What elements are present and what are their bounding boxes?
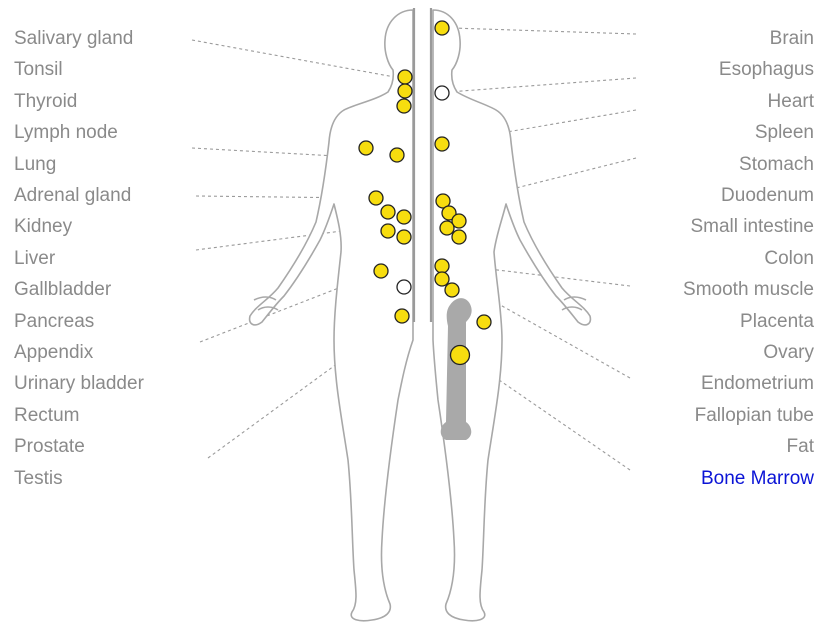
male-half-outline bbox=[250, 10, 413, 621]
organ-marker-lung[interactable] bbox=[390, 148, 404, 162]
organ-label-testis[interactable]: Testis bbox=[14, 468, 63, 490]
organ-label-spleen[interactable]: Spleen bbox=[755, 122, 814, 144]
organ-marker-thyroid[interactable] bbox=[397, 99, 411, 113]
organ-label-colon[interactable]: Colon bbox=[764, 248, 814, 270]
organ-label-fat[interactable]: Fat bbox=[787, 436, 814, 458]
organ-label-duodenum[interactable]: Duodenum bbox=[721, 185, 814, 207]
organ-label-kidney[interactable]: Kidney bbox=[14, 216, 72, 238]
organ-marker-bone-marrow[interactable] bbox=[451, 346, 470, 365]
organ-marker-salivary-gland[interactable] bbox=[398, 70, 412, 84]
organ-label-urinary-bladder[interactable]: Urinary bladder bbox=[14, 373, 144, 395]
organ-label-heart[interactable]: Heart bbox=[768, 91, 814, 113]
body-silhouette bbox=[250, 10, 591, 621]
organ-label-gallbladder[interactable]: Gallbladder bbox=[14, 279, 111, 301]
organ-label-prostate[interactable]: Prostate bbox=[14, 436, 85, 458]
organ-label-liver[interactable]: Liver bbox=[14, 248, 55, 270]
organ-label-bone-marrow[interactable]: Bone Marrow bbox=[701, 468, 814, 490]
organ-label-stomach[interactable]: Stomach bbox=[739, 154, 814, 176]
organ-label-esophagus[interactable]: Esophagus bbox=[719, 59, 814, 81]
organ-label-ovary[interactable]: Ovary bbox=[763, 342, 814, 364]
organ-marker-pancreas[interactable] bbox=[397, 280, 411, 294]
organ-marker-kidney[interactable] bbox=[381, 224, 395, 238]
organ-marker-appendix[interactable] bbox=[395, 309, 409, 323]
organ-label-rectum[interactable]: Rectum bbox=[14, 405, 79, 427]
organ-label-adrenal-gland[interactable]: Adrenal gland bbox=[14, 185, 131, 207]
leader-line bbox=[448, 78, 636, 92]
organ-marker-colon[interactable] bbox=[435, 272, 449, 286]
organ-marker-placenta[interactable] bbox=[477, 315, 491, 329]
organ-label-pancreas[interactable]: Pancreas bbox=[14, 311, 94, 333]
organ-marker-small-intestine[interactable] bbox=[440, 221, 454, 235]
organ-label-endometrium[interactable]: Endometrium bbox=[701, 373, 814, 395]
organ-label-smooth-muscle[interactable]: Smooth muscle bbox=[683, 279, 814, 301]
organ-label-lymph-node[interactable]: Lymph node bbox=[14, 122, 118, 144]
organ-marker-brain[interactable] bbox=[435, 21, 449, 35]
organ-marker-liver[interactable] bbox=[397, 210, 411, 224]
organ-marker-gallbladder[interactable] bbox=[374, 264, 388, 278]
organ-label-appendix[interactable]: Appendix bbox=[14, 342, 93, 364]
organ-label-small-intestine[interactable]: Small intestine bbox=[690, 216, 814, 238]
organ-marker-esophagus[interactable] bbox=[435, 86, 449, 100]
organ-label-placenta[interactable]: Placenta bbox=[740, 311, 814, 333]
organ-label-brain[interactable]: Brain bbox=[770, 28, 814, 50]
organ-marker-smooth-muscle[interactable] bbox=[445, 283, 459, 297]
organ-marker-kidney[interactable] bbox=[381, 205, 395, 219]
organ-label-thyroid[interactable]: Thyroid bbox=[14, 91, 77, 113]
leader-line bbox=[452, 28, 636, 34]
organ-label-salivary-gland[interactable]: Salivary gland bbox=[14, 28, 133, 50]
organ-marker-adrenal-gland[interactable] bbox=[369, 191, 383, 205]
organ-marker-tonsil[interactable] bbox=[398, 84, 412, 98]
organ-marker-small-intestine[interactable] bbox=[452, 230, 466, 244]
organ-marker-lymph-node[interactable] bbox=[359, 141, 373, 155]
organ-marker-liver[interactable] bbox=[397, 230, 411, 244]
leader-line bbox=[192, 40, 400, 78]
organ-label-lung[interactable]: Lung bbox=[14, 154, 56, 176]
organ-label-tonsil[interactable]: Tonsil bbox=[14, 59, 63, 81]
organ-marker-colon[interactable] bbox=[435, 259, 449, 273]
organ-marker-heart[interactable] bbox=[435, 137, 449, 151]
organ-label-fallopian-tube[interactable]: Fallopian tube bbox=[695, 405, 814, 427]
